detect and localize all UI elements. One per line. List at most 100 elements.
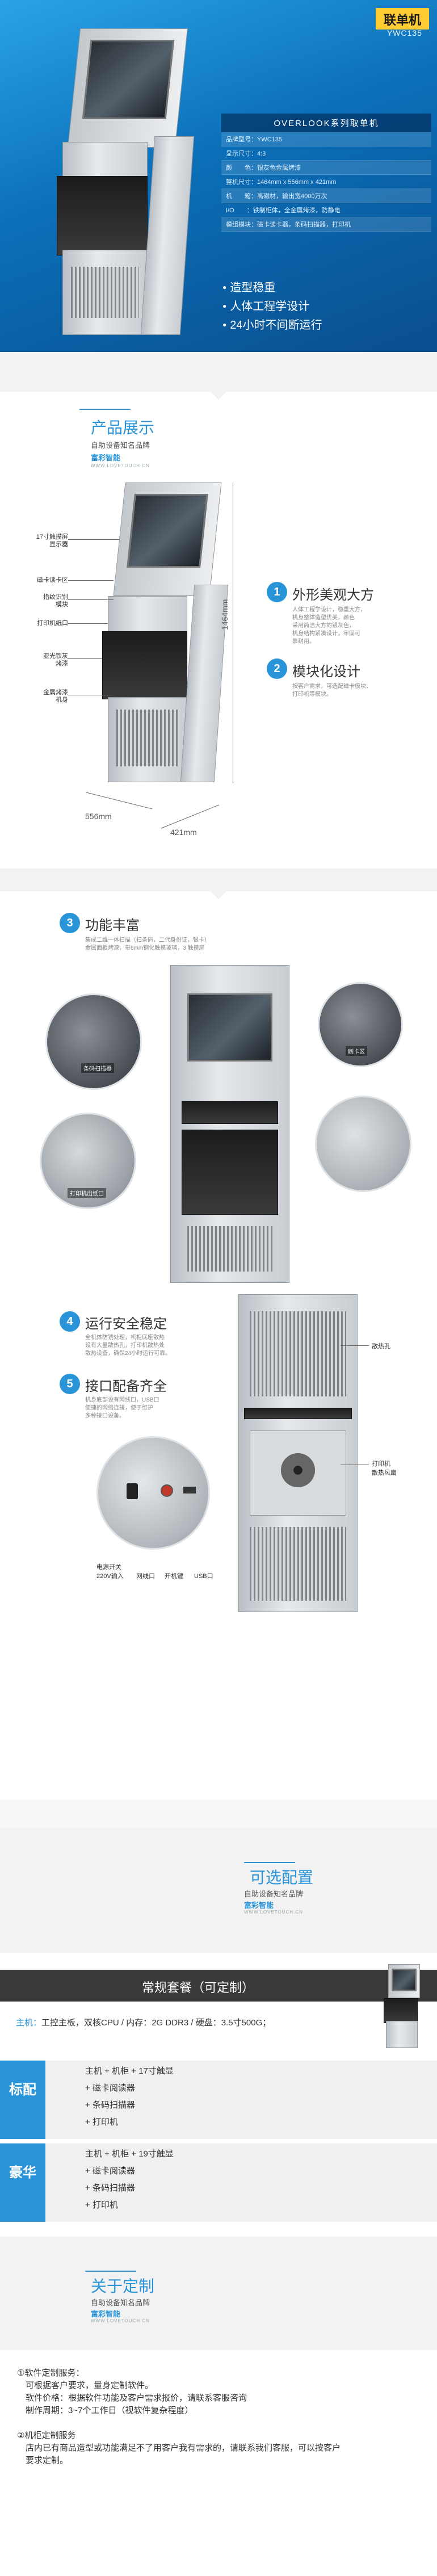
section-title: 关于定制 bbox=[91, 2277, 155, 2295]
custom-line: 要求定制。 bbox=[17, 2456, 69, 2465]
spec-row: 整机尺寸：1464mm x 556mm x 421mm bbox=[221, 175, 431, 189]
section-url: WWW.LOVETOUCH.CN bbox=[91, 2318, 150, 2323]
function-section: 3 功能丰富 集成二维一体扫描（扫条码，二代身份证，银卡） 金属面板烤漆，带8m… bbox=[0, 891, 437, 1289]
host-spec: 主机：工控主板，双核CPU / 内存：2G DDR3 / 硬盘：3.5寸500G… bbox=[16, 2016, 271, 2028]
feature-description: 人体工程学设计，稳重大方， 机身整体造型优美，颜色 采用简洁大方的银灰色， 机身… bbox=[292, 607, 366, 645]
spec-row: 机 箱：高磁材，输出宽4000万次 bbox=[221, 189, 431, 203]
spec-row: 模组模块：磁卡读卡器，条码扫描器，打印机 bbox=[221, 217, 431, 232]
section-divider bbox=[0, 352, 437, 400]
packages-header: 常规套餐（可定制） bbox=[0, 1970, 437, 2002]
custom-line: ②机柜定制服务 bbox=[17, 2431, 76, 2440]
feature-title: 外形美观大方 bbox=[292, 588, 374, 603]
hero-features: 造型稳重 人体工程学设计 24小时不间断运行 bbox=[222, 278, 322, 334]
section-title: 可选配置 bbox=[250, 1869, 314, 1886]
fan-icon bbox=[281, 1453, 315, 1487]
custom-line bbox=[17, 2417, 426, 2430]
zoom-ports bbox=[96, 1436, 210, 1550]
deluxe-package-tag: 豪华 bbox=[0, 2143, 45, 2222]
zoom-label: 刷卡区 bbox=[346, 1046, 367, 1056]
height-dimension: 1464mm bbox=[220, 599, 229, 630]
feature-title: 模块化设计 bbox=[292, 664, 360, 679]
callout-label: 磁卡读卡区 bbox=[37, 577, 68, 584]
port-label: 网线口 bbox=[136, 1573, 155, 1580]
feature-number-badge: 4 bbox=[60, 1311, 80, 1332]
callout-label: 指纹识别 模块 bbox=[43, 594, 68, 608]
custom-services: ①软件定制服务： 可根据客户要求，量身定制软件。 软件价格：根据软件功能及客户需… bbox=[17, 2367, 426, 2467]
callout-line bbox=[68, 599, 114, 600]
feature-description: 集成二维一体扫描（扫条码，二代身份证，银卡） 金属面板烤漆，带8mm钢化触摸玻璃… bbox=[85, 937, 210, 951]
callout-line bbox=[68, 580, 114, 581]
custom-line: 软件价格：根据软件功能及客户需求报价，请联系客服咨询 bbox=[17, 2393, 247, 2403]
section-brand: 富彩智能 bbox=[91, 2310, 121, 2318]
package-item: 主机 + 机柜 + 17寸触显 bbox=[85, 2066, 174, 2076]
callout-line bbox=[341, 1345, 369, 1346]
section-title-line bbox=[244, 1862, 295, 1863]
spec-row: 显示尺寸：4:3 bbox=[221, 146, 431, 161]
zoom-label: 条码扫描器 bbox=[81, 1063, 114, 1073]
feature-description: 全机体防锈处理，机柜底座散热 设有大量散热孔，打印机散热处 散热设备，确保24小… bbox=[85, 1335, 171, 1357]
package-item: + 磁卡阅读器 bbox=[85, 2083, 135, 2093]
callout-label: 亚光铁灰 烤漆 bbox=[43, 653, 68, 667]
zoom-card-reader: 刷卡区 bbox=[318, 982, 403, 1067]
hero-feature: 造型稳重 bbox=[222, 278, 322, 297]
brand-badge: 联单机 bbox=[375, 8, 429, 30]
section-title: 产品展示 bbox=[91, 419, 155, 437]
callout-label: 17寸触摸屏 显示器 bbox=[36, 534, 68, 548]
section-brand: 富彩智能 bbox=[244, 1901, 274, 1910]
host-spec-text: 工控主板，双核CPU / 内存：2G DDR3 / 硬盘：3.5寸500G； bbox=[41, 2018, 271, 2028]
zoom-speaker bbox=[315, 1096, 411, 1192]
host-spec-label: 主机： bbox=[16, 2018, 42, 2028]
spec-title: OVERLOOK系列取单机 bbox=[221, 114, 431, 132]
spec-row: I/O ：铁制柜体，全金属烤漆，防静电 bbox=[221, 203, 431, 217]
product-display-section: 产品展示 自助设备知名品牌 富彩智能 WWW.LOVETOUCH.CN 17寸触… bbox=[0, 392, 437, 869]
vent-label: 散热孔 bbox=[372, 1343, 390, 1350]
width-dimension: 556mm bbox=[85, 812, 112, 821]
port-label: 220V输入 bbox=[96, 1573, 124, 1580]
section-divider bbox=[0, 1799, 437, 1828]
power-button-icon bbox=[161, 1484, 173, 1497]
port-label: 电源开关 bbox=[96, 1564, 121, 1571]
product-kiosk-image bbox=[85, 483, 233, 800]
brand-model: YWC135 bbox=[386, 28, 422, 37]
package-item: 主机 + 机柜 + 19寸触显 bbox=[85, 2149, 174, 2159]
section-url: WWW.LOVETOUCH.CN bbox=[244, 1910, 303, 1915]
deluxe-package-items: 主机 + 机柜 + 19寸触显 + 磁卡阅读器 + 条码扫描器 + 打印机 bbox=[85, 2146, 174, 2214]
custom-line: 制作周期：3~7个工作日（视软件复杂程度） bbox=[17, 2406, 194, 2415]
feature-description: 按客户需求，可选配磁卡模块、 打印机等模块。 bbox=[292, 683, 372, 698]
spec-panel: OVERLOOK系列取单机 品牌型号：YWC135 显示尺寸：4:3 颜 色：银… bbox=[221, 114, 431, 232]
callout-line bbox=[68, 658, 102, 659]
depth-dimension: 421mm bbox=[170, 828, 197, 837]
section-divider bbox=[0, 869, 437, 899]
depth-dimension-line bbox=[161, 804, 220, 829]
feature-description: 机身底部设有网线口，USB口 便捷的网络连接，便于维护 多种接口设备。 bbox=[85, 1397, 159, 1419]
hero-banner: 联单机 YWC135 OVERLOOK系列取单机 品牌型号：YWC135 显示尺… bbox=[0, 0, 437, 352]
hero-feature: 人体工程学设计 bbox=[222, 297, 322, 316]
standard-package-tag: 标配 bbox=[0, 2061, 45, 2139]
feature-title: 运行安全稳定 bbox=[85, 1316, 167, 1332]
feature-number-badge: 5 bbox=[60, 1374, 80, 1394]
deluxe-package: 豪华 主机 + 机柜 + 19寸触显 + 磁卡阅读器 + 条码扫描器 + 打印机 bbox=[0, 2143, 437, 2222]
callout-line bbox=[68, 539, 119, 540]
section-url: WWW.LOVETOUCH.CN bbox=[91, 463, 150, 468]
package-item: + 打印机 bbox=[85, 2200, 118, 2210]
standard-package: 标配 主机 + 机柜 + 17寸触显 + 磁卡阅读器 + 条码扫描器 + 打印机 bbox=[0, 2061, 437, 2139]
feature-number-badge: 3 bbox=[60, 913, 80, 933]
hero-feature: 24小时不间断运行 bbox=[222, 316, 322, 334]
function-kiosk-image bbox=[170, 965, 289, 1283]
section-subtitle: 自助设备知名品牌 bbox=[244, 1890, 304, 1898]
port-label: 开机键 bbox=[165, 1573, 183, 1580]
section-subtitle: 自助设备知名品牌 bbox=[91, 2298, 150, 2307]
package-item: + 磁卡阅读器 bbox=[85, 2166, 135, 2176]
feature-title: 接口配备齐全 bbox=[85, 1379, 167, 1394]
callout-label: 金属烤漆 机身 bbox=[43, 689, 68, 703]
power-switch-icon bbox=[127, 1483, 138, 1499]
usb-port-icon bbox=[183, 1487, 196, 1493]
package-item: + 条码扫描器 bbox=[85, 2183, 135, 2193]
section-brand: 富彩智能 bbox=[91, 454, 121, 462]
open-kiosk-image bbox=[238, 1294, 358, 1612]
callout-label: 打印机纸口 bbox=[37, 620, 68, 627]
zoom-label: 打印机出纸口 bbox=[68, 1188, 106, 1198]
callout-line bbox=[68, 623, 108, 624]
feature-title: 功能丰富 bbox=[85, 918, 140, 933]
